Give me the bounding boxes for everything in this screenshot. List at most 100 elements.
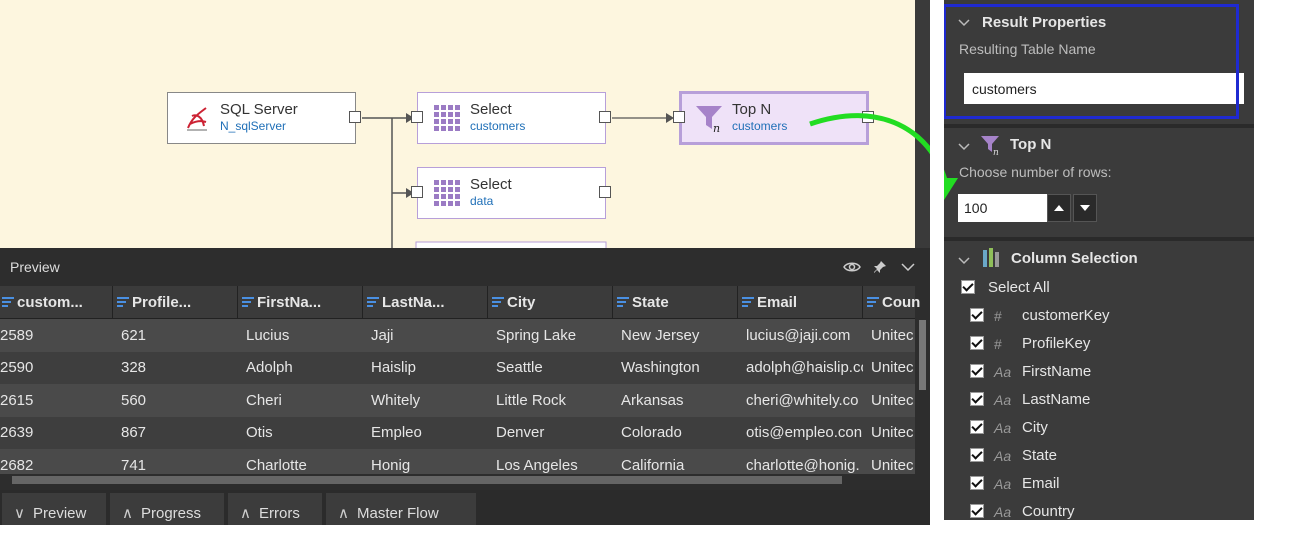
column-name: ProfileKey bbox=[1022, 335, 1091, 352]
column-checkbox[interactable] bbox=[970, 448, 984, 462]
section-divider bbox=[944, 124, 1254, 128]
table-cell: Whitely bbox=[371, 391, 421, 409]
text-type-icon: Aa bbox=[994, 504, 1012, 520]
text-type-icon: Aa bbox=[994, 448, 1012, 464]
column-header[interactable]: Email bbox=[738, 285, 863, 319]
table-cell: 2589 bbox=[0, 326, 34, 344]
table-cell: Colorado bbox=[621, 424, 682, 442]
table-cell: 867 bbox=[121, 424, 147, 442]
column-checkbox[interactable] bbox=[970, 308, 984, 322]
node-title: Select bbox=[470, 101, 512, 118]
chevron-down-icon[interactable] bbox=[958, 16, 970, 30]
number-type-icon: # bbox=[994, 308, 1002, 324]
column-checkbox[interactable] bbox=[970, 476, 984, 490]
field-icon bbox=[2, 296, 14, 308]
rows-count-input[interactable] bbox=[958, 194, 1048, 222]
chevron-down-icon[interactable] bbox=[958, 254, 970, 268]
decrement-button[interactable] bbox=[1073, 194, 1097, 222]
node-title: Select bbox=[470, 176, 512, 193]
input-port[interactable] bbox=[673, 111, 685, 123]
grid-vertical-scrollbar[interactable] bbox=[915, 320, 930, 475]
column-header[interactable]: FirstNa... bbox=[238, 285, 363, 319]
column-header[interactable]: State bbox=[613, 285, 738, 319]
column-item[interactable]: Aa FirstName bbox=[944, 360, 1254, 384]
choose-rows-label: Choose number of rows: bbox=[959, 164, 1112, 180]
table-cell: Washington bbox=[621, 359, 700, 377]
output-port[interactable] bbox=[862, 111, 874, 123]
column-header-label: Email bbox=[757, 293, 798, 311]
column-checkbox[interactable] bbox=[970, 392, 984, 406]
preview-panel: Preview custom...Profile...FirstNa...Las… bbox=[0, 248, 988, 490]
node-subtitle: customers bbox=[470, 119, 526, 133]
column-header[interactable]: LastNa... bbox=[363, 285, 488, 319]
table-cell: 2639 bbox=[0, 424, 34, 442]
sql-server-icon bbox=[182, 103, 212, 133]
chevron-down-icon[interactable] bbox=[958, 140, 970, 154]
table-cell: Jaji bbox=[371, 326, 394, 344]
number-type-icon: # bbox=[994, 336, 1002, 352]
increment-button[interactable] bbox=[1047, 194, 1071, 222]
output-port[interactable] bbox=[599, 186, 611, 198]
torn-edge-bottom bbox=[0, 525, 1289, 555]
node-select-customers[interactable]: Select customers bbox=[411, 92, 611, 144]
text-type-icon: Aa bbox=[994, 476, 1012, 492]
output-port[interactable] bbox=[349, 111, 361, 123]
properties-panel: Result Properties Resulting Table Name n… bbox=[944, 0, 1254, 520]
table-grid-icon bbox=[432, 103, 462, 133]
tab-label: Preview bbox=[32, 504, 87, 522]
table-cell: 328 bbox=[121, 359, 147, 377]
node-select-data[interactable]: Select data bbox=[411, 167, 611, 219]
eye-icon[interactable] bbox=[838, 257, 866, 277]
select-all-label: Select All bbox=[988, 279, 1050, 296]
column-checkbox[interactable] bbox=[970, 420, 984, 434]
resulting-table-name-input[interactable] bbox=[964, 73, 1244, 104]
node-sql-server[interactable]: SQL Server N_sqlServer bbox=[167, 92, 361, 144]
preview-grid: custom...Profile...FirstNa... LastNa... Ci… bbox=[0, 285, 988, 482]
column-item[interactable]: # ProfileKey bbox=[944, 332, 1254, 356]
canvas-scrollbar[interactable] bbox=[915, 0, 930, 248]
text-type-icon: Aa bbox=[994, 364, 1012, 380]
column-name: FirstName bbox=[1022, 363, 1092, 380]
column-header-label: LastNa... bbox=[382, 293, 445, 311]
table-cell: New Jersey bbox=[621, 326, 700, 344]
column-header[interactable]: City bbox=[488, 285, 613, 319]
columns-icon bbox=[982, 248, 1000, 273]
input-port[interactable] bbox=[411, 186, 423, 198]
pin-icon[interactable] bbox=[866, 257, 894, 277]
field-icon bbox=[242, 296, 254, 308]
column-header[interactable]: custom... bbox=[0, 285, 113, 319]
chevron-down-icon[interactable] bbox=[894, 257, 922, 277]
input-port[interactable] bbox=[411, 111, 423, 123]
table-cell: Adolph bbox=[246, 359, 293, 377]
column-checkbox[interactable] bbox=[970, 504, 984, 518]
node-subtitle: data bbox=[470, 194, 494, 208]
table-cell: Otis bbox=[246, 424, 273, 442]
output-port[interactable] bbox=[599, 111, 611, 123]
table-cell: 2590 bbox=[0, 359, 34, 377]
chevron-up-icon: ∧ bbox=[240, 505, 251, 522]
table-cell: adolph@haislip.co bbox=[746, 359, 863, 377]
column-checkbox[interactable] bbox=[970, 364, 984, 378]
column-checkbox[interactable] bbox=[970, 336, 984, 350]
svg-text:n: n bbox=[993, 148, 999, 156]
grid-horizontal-scrollbar[interactable] bbox=[0, 474, 915, 486]
tab-label: Errors bbox=[258, 504, 300, 522]
table-cell: Unitec bbox=[871, 359, 914, 377]
node-top-n[interactable]: n Top N customers bbox=[673, 91, 874, 145]
table-cell: Honig bbox=[371, 456, 411, 474]
column-header[interactable]: Profile... bbox=[113, 285, 238, 319]
flow-canvas[interactable]: SQL Server N_sqlServer Select customers … bbox=[0, 0, 915, 248]
select-all-checkbox[interactable] bbox=[961, 280, 975, 294]
column-item[interactable]: #customerKey bbox=[944, 304, 1254, 328]
table-cell: lucius@jaji.com bbox=[746, 326, 851, 344]
highlight-box bbox=[943, 4, 1239, 119]
